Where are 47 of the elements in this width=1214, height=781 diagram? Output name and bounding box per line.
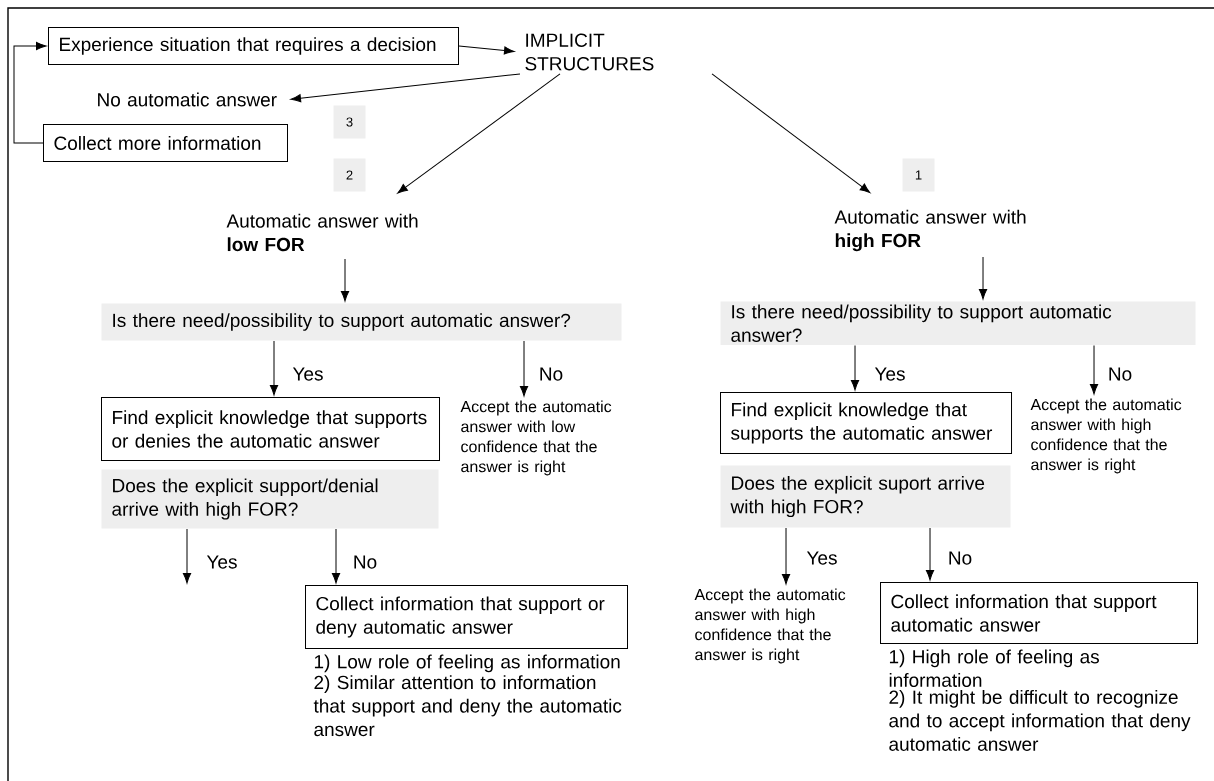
question-band: Does the explicit support/denial arrive with high FOR? [101, 469, 439, 529]
arrow [711, 73, 871, 194]
outcome-text: Accept the automatic answer with low confidence that the answer is right [460, 400, 612, 476]
arrow [519, 340, 529, 397]
process-box: Collect more information [43, 124, 288, 162]
step-text: No automatic answer [98, 92, 277, 107]
process-box: Collect information that support or deny automatic answer [305, 585, 628, 649]
edge-label: No [351, 554, 379, 570]
number-badge: 1 [902, 158, 935, 192]
edge-label: No [946, 550, 974, 566]
list-item: 2) It might be difficult to recognize and to accept information that deny automatic answer [889, 689, 1191, 751]
list-item: 2) Similar attention to information that support and deny the automatic answer [313, 675, 622, 737]
edge-label: No [1106, 366, 1134, 382]
edge-label: Yes [291, 366, 325, 382]
process-box: Collect information that support automatic answer [880, 582, 1198, 644]
arrow [13, 41, 47, 144]
arrow [458, 45, 515, 55]
arrow [340, 258, 350, 302]
step-text: Automatic answer with high FOR [834, 209, 1026, 252]
question-band: Is there need/possibility to support automatic answer? [720, 301, 1196, 345]
arrow [182, 528, 192, 584]
step-text: Automatic answer with low FOR [226, 213, 418, 252]
list-item: 1) High role of feeling as information [889, 649, 1099, 687]
arrow [978, 256, 988, 300]
arrow [331, 528, 341, 584]
arrow [850, 344, 860, 391]
edge-label: Yes [805, 550, 839, 566]
arrow [397, 73, 561, 194]
number-badge: 3 [333, 105, 366, 139]
process-box: Find explicit knowledge that supports or denies the automatic answer [101, 397, 440, 461]
arrow [925, 527, 935, 581]
outcome-text: Accept the automatic answer with high confidence that the answer is right [694, 588, 846, 664]
list-item: 1) Low role of feeling as information [314, 654, 620, 673]
edge-label: Yes [205, 554, 239, 570]
question-band: Does the explicit suport arrive with high FOR? [720, 465, 1011, 528]
edge-label: No [537, 366, 565, 382]
process-box: Find explicit knowledge that supports the automatic answer [720, 392, 1012, 454]
process-box: Experience situation that requires a decision [48, 27, 459, 65]
question-band: Is there need/possibility to support automatic answer? [101, 303, 622, 341]
arrow [781, 527, 791, 585]
number-badge: 2 [333, 158, 366, 192]
arrow [1089, 344, 1099, 395]
step-text: IMPLICIT STRUCTURES [525, 33, 654, 71]
edge-label: Yes [873, 366, 907, 382]
arrow [290, 73, 521, 103]
outcome-text: Accept the automatic answer with high confidence that the answer is right [1030, 398, 1182, 474]
arrow [269, 340, 279, 396]
